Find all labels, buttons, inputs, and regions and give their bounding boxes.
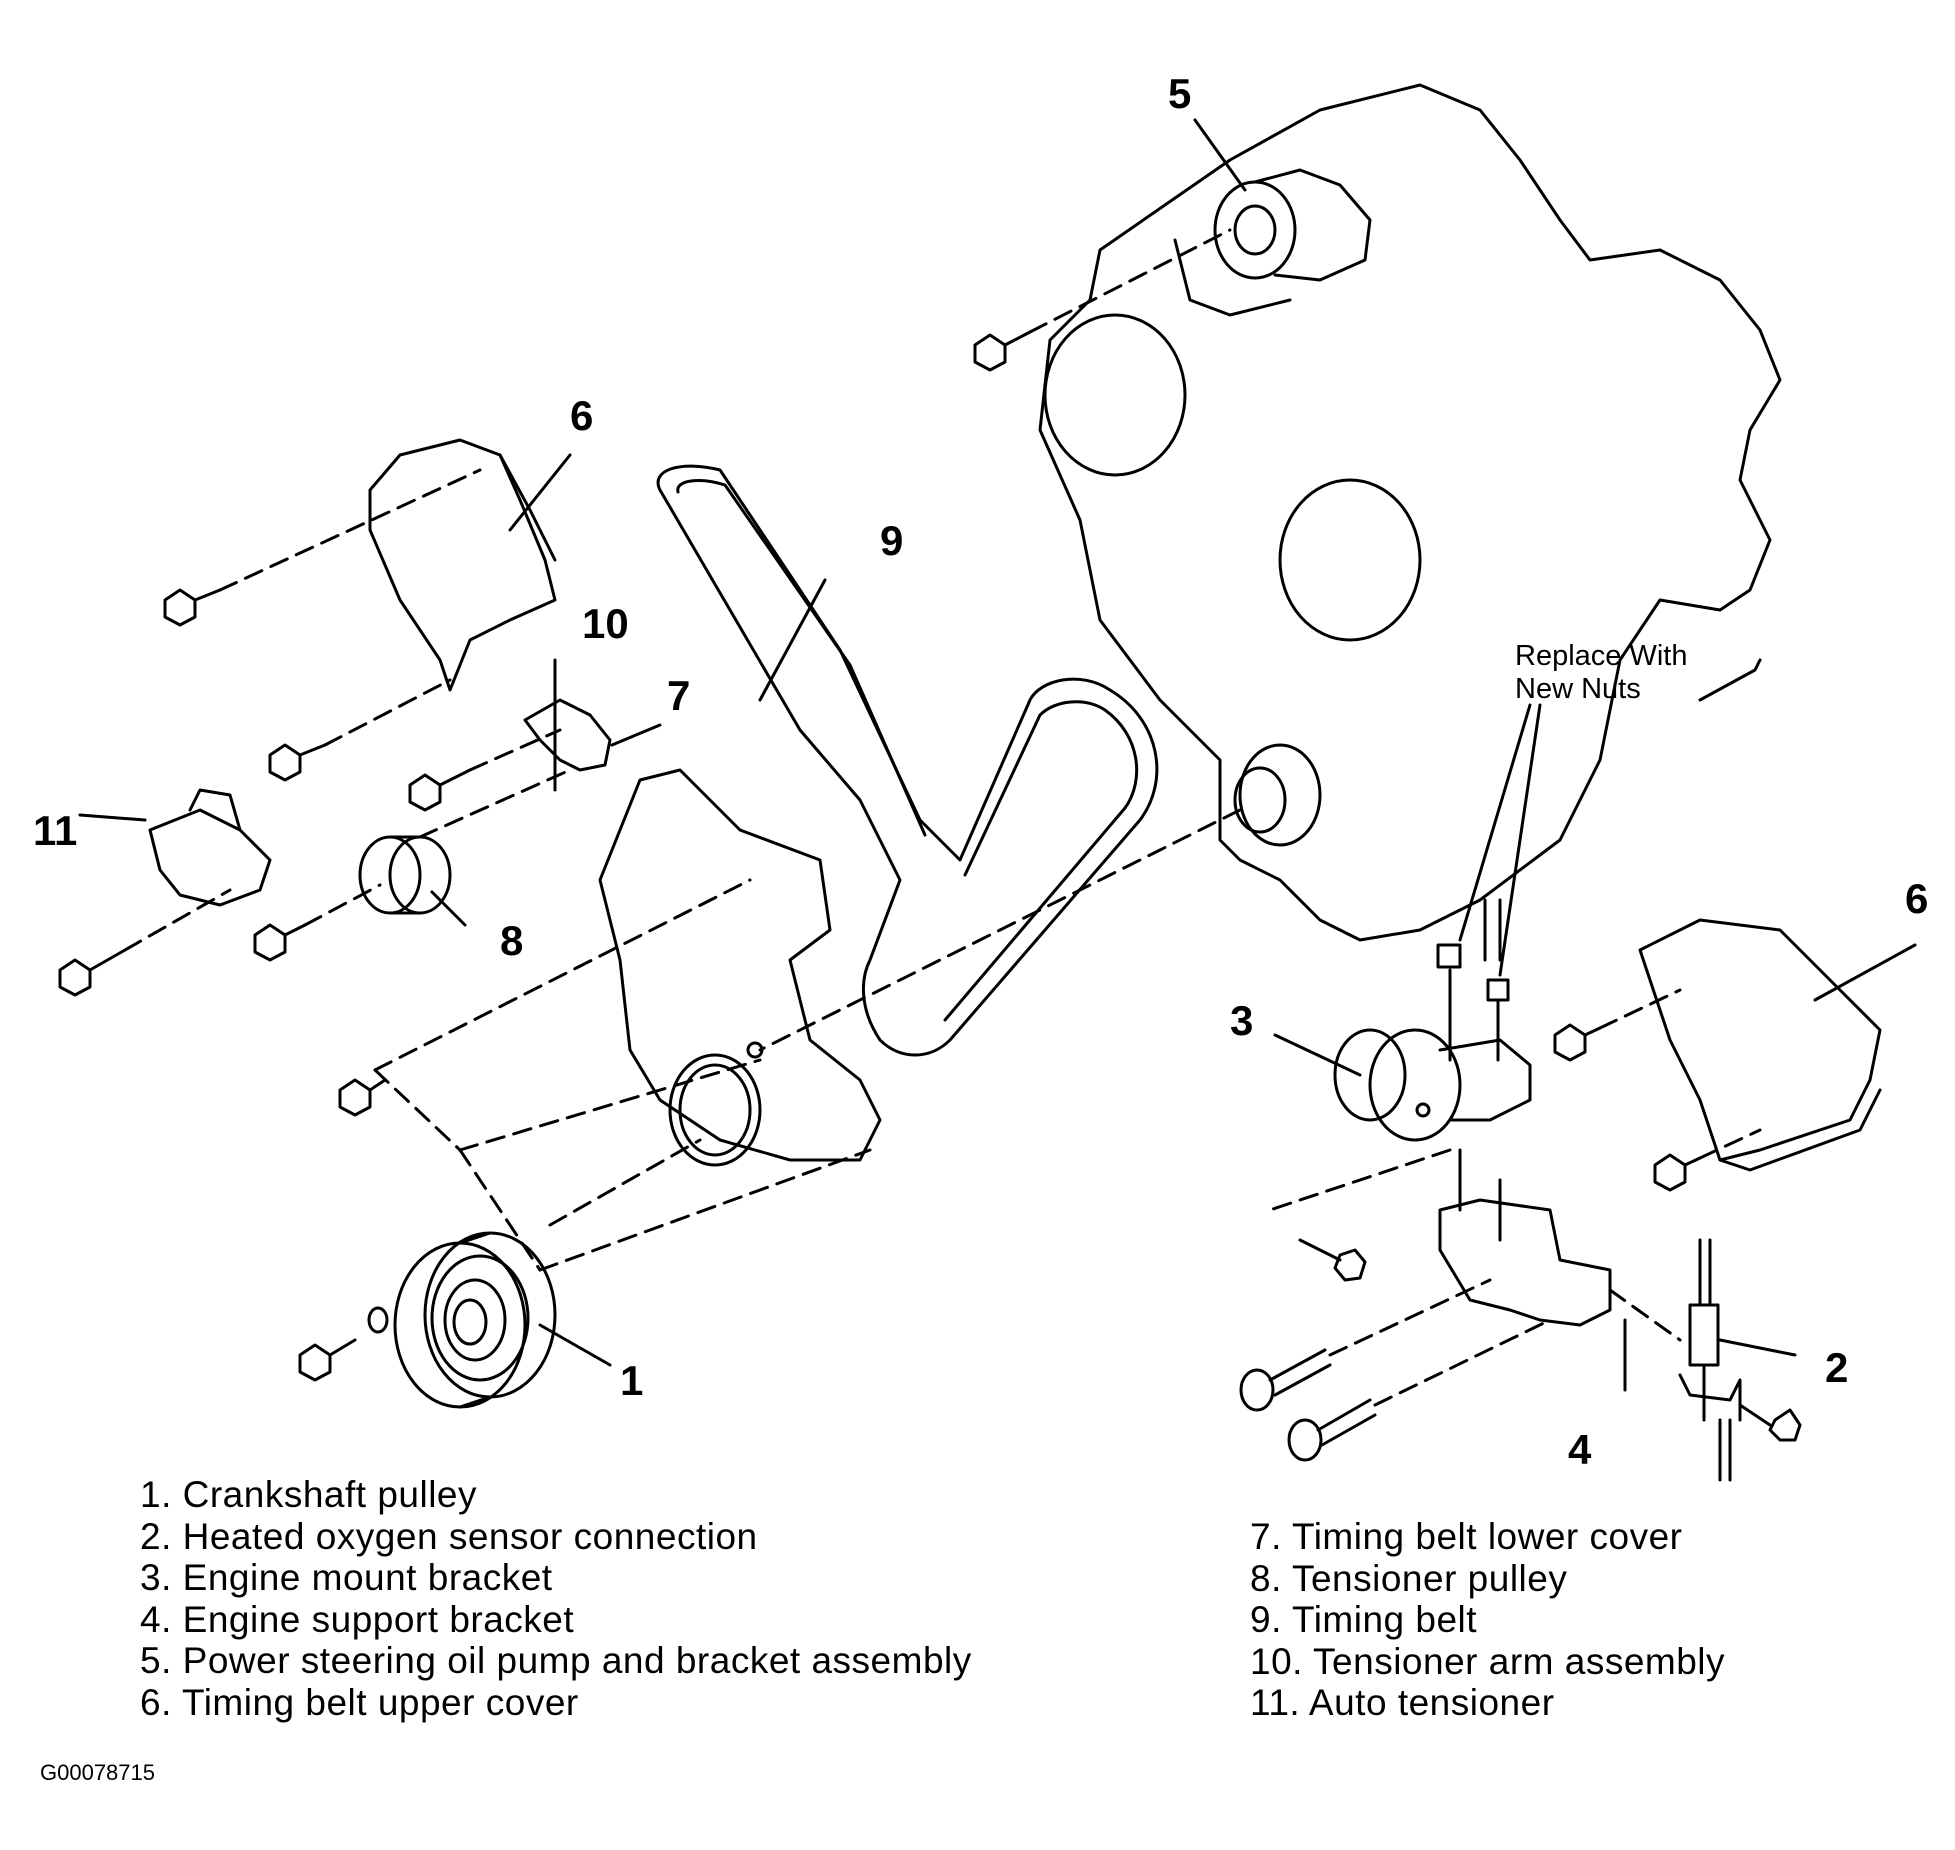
crankshaft-pulley (393, 1231, 557, 1409)
legend-item: 11. Auto tensioner (1250, 1682, 1555, 1723)
power-steering-pump (1173, 168, 1372, 317)
bolt-ps-pump (973, 330, 1032, 372)
legend-item: 9. Timing belt (1250, 1599, 1478, 1640)
auto-tensioner (148, 808, 272, 907)
crank-sprocket (1233, 743, 1322, 847)
callout-10: 10 (582, 600, 629, 647)
legend-item: 1. Crankshaft pulley (140, 1474, 478, 1515)
legend-item: 3. Engine mount bracket (140, 1557, 553, 1598)
legend-left: 1. Crankshaft pulley 2. Heated oxygen se… (140, 1474, 972, 1723)
callout-4: 4 (1568, 1426, 1592, 1473)
callout-2: 2 (1825, 1344, 1848, 1391)
callout-5: 5 (1168, 70, 1191, 117)
bolt-support-lower (1287, 1398, 1377, 1462)
callout-11: 11 (33, 807, 77, 854)
camshaft-boss-lower (1278, 478, 1422, 642)
bolt-upper-cover-right-b (1653, 1153, 1702, 1192)
tensioner-arm (523, 698, 612, 772)
bolt-support-upper (1298, 1238, 1367, 1282)
crank-washer (367, 1306, 389, 1334)
legend-right: 7. Timing belt lower cover 8. Tensioner … (1250, 1516, 1725, 1724)
bolt-crankshaft-pulley (298, 1338, 357, 1382)
tensioner-pulley (358, 835, 452, 915)
callout-6-right: 6 (1905, 875, 1928, 922)
figure-id: G00078715 (40, 1760, 155, 1785)
bolt-auto-tensioner (58, 948, 127, 997)
bolt-tensioner-arm (408, 768, 472, 812)
camshaft-boss-upper (1043, 313, 1187, 477)
callout-7: 7 (667, 672, 690, 719)
bolt-upper-cover-right-a (1553, 1023, 1602, 1062)
callout-6-left: 6 (570, 392, 593, 439)
timing-belt (656, 464, 1159, 1057)
callout-9: 9 (880, 517, 903, 564)
legend-item: 10. Tensioner arm assembly (1250, 1640, 1726, 1682)
legend-item: 5. Power steering oil pump and bracket a… (140, 1640, 972, 1681)
callout-8: 8 (500, 917, 523, 964)
oxygen-sensor-connector (1678, 1238, 1742, 1482)
replace-nuts-note-line2: New Nuts (1515, 673, 1641, 705)
engine-mount-bracket (1333, 1028, 1532, 1142)
legend-item: 6. Timing belt upper cover (140, 1681, 579, 1723)
bolt-lower-cover (338, 1078, 387, 1117)
nut-left (1436, 943, 1462, 969)
bolt-support-mid (1239, 1348, 1332, 1412)
legend-item: 7. Timing belt lower cover (1250, 1516, 1683, 1557)
bolt-tensioner-pulley (253, 923, 307, 962)
upper-cover-right (1638, 918, 1882, 1162)
bolt-upper-cover-left-b (268, 743, 327, 782)
nut-right (1486, 978, 1510, 1002)
callout-3: 3 (1230, 997, 1253, 1044)
replace-nuts-note-line1: Replace With (1515, 640, 1687, 672)
legend-item: 4. Engine support bracket (140, 1598, 575, 1640)
legend-item: 2. Heated oxygen sensor connection (140, 1515, 758, 1557)
engine-support-bracket (1438, 1198, 1612, 1327)
engine-block (1038, 83, 1782, 942)
callout-1: 1 (620, 1357, 643, 1404)
upper-cover-left (368, 438, 557, 692)
bolt-upper-cover-left-a (163, 588, 222, 627)
bolt-oxygen-sensor (1738, 1403, 1802, 1442)
legend-item: 8. Tensioner pulley (1250, 1557, 1568, 1599)
lower-cover (598, 768, 882, 1162)
